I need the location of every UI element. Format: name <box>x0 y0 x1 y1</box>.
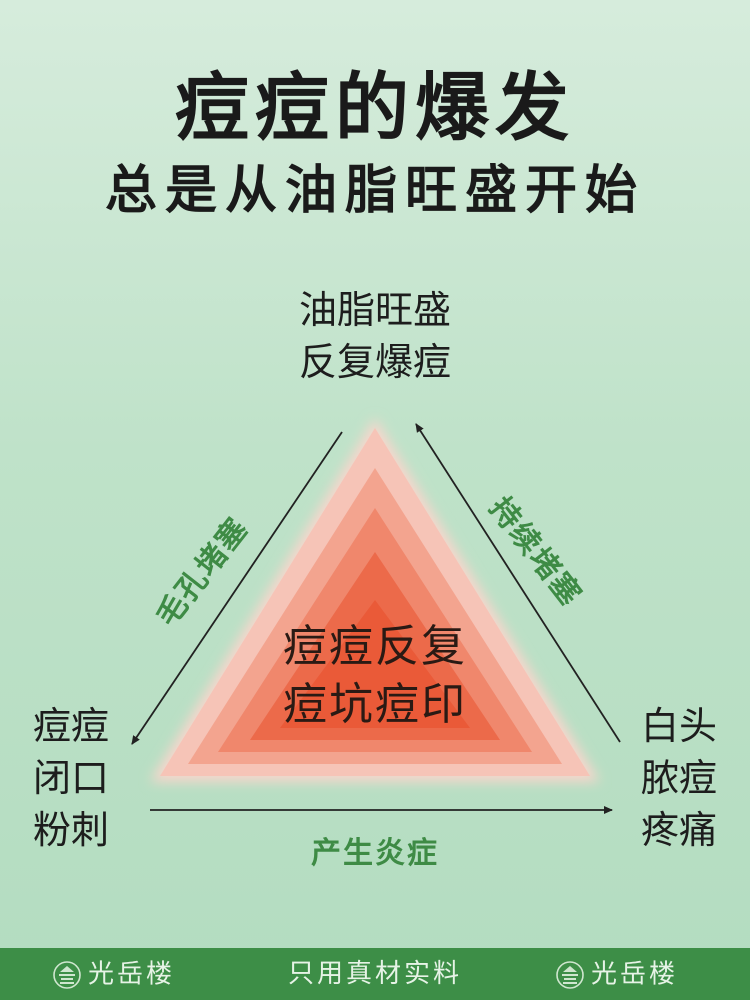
node-top-line1: 油脂旺盛 <box>298 288 451 332</box>
node-right-line1: 白头 <box>640 704 717 748</box>
footer-bar <box>0 948 750 1000</box>
center-line2: 痘坑痘印 <box>283 679 467 730</box>
subtitle: 总是从油脂旺盛开始 <box>104 161 645 221</box>
arrow-top-to-left <box>131 431 343 745</box>
edge-label-bottom: 产生炎症 <box>311 836 439 871</box>
layered-triangle <box>150 418 600 782</box>
node-left-line3: 粉刺 <box>32 808 109 852</box>
footer-brand-left-text: 光岳楼 <box>88 959 176 990</box>
brand-logo-icon <box>556 960 584 989</box>
node-top: 油脂旺盛 反复爆痘 <box>250 284 500 388</box>
center-text: 痘痘反复 痘坑痘印 <box>240 618 510 734</box>
footer-brand-right: 光岳楼 <box>555 956 725 992</box>
node-left-line1: 痘痘 <box>32 704 109 748</box>
node-top-line2: 反复爆痘 <box>298 340 451 384</box>
node-left-line2: 闭口 <box>32 756 109 800</box>
footer-brand-left: 光岳楼 <box>52 956 222 992</box>
node-left: 痘痘 闭口 粉刺 <box>16 700 126 856</box>
triangle-core <box>280 600 470 728</box>
brand-logo-icon <box>53 960 81 989</box>
node-right-line2: 脓痘 <box>640 756 717 800</box>
footer-brand-right-text: 光岳楼 <box>591 959 679 990</box>
center-line1: 痘痘反复 <box>283 621 467 672</box>
arrow-right-to-top <box>415 423 621 743</box>
footer-slogan: 只用真材实料 <box>287 959 462 989</box>
node-right-line3: 疼痛 <box>640 808 717 852</box>
main-title: 痘痘的爆发 <box>175 65 575 151</box>
node-right: 白头 脓痘 疼痛 <box>624 700 734 856</box>
